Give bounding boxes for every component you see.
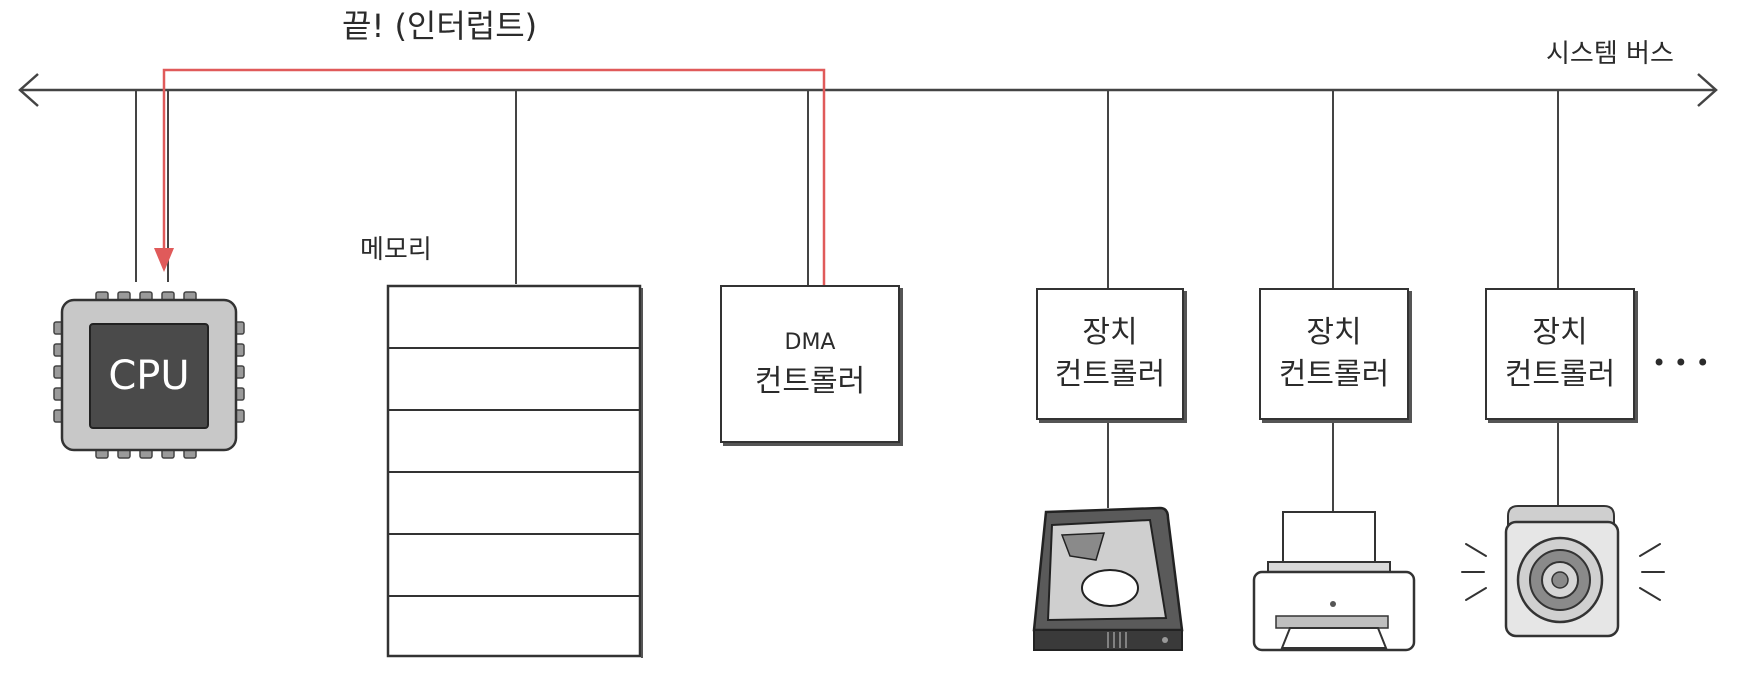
- printer-icon: [1252, 511, 1416, 652]
- controller-label: 컨트롤러: [1054, 357, 1166, 392]
- system-bus: [18, 73, 1718, 107]
- dma-controller-label: 컨트롤러: [754, 364, 866, 399]
- controller-label: 컨트롤러: [1504, 357, 1616, 392]
- system-bus-label: 시스템 버스: [1546, 39, 1674, 69]
- device-bus-connectors: [1107, 90, 1559, 512]
- device-label: 장치: [1306, 315, 1362, 350]
- device-label: 장치: [1532, 315, 1588, 350]
- device-controller-2: 장치 컨트롤러: [1259, 288, 1409, 420]
- hard-disk-icon: [1032, 506, 1184, 651]
- dma-controller: DMA 컨트롤러: [720, 285, 900, 443]
- more-devices-ellipsis: • • •: [1652, 349, 1710, 377]
- interrupt-title: 끝! (인터럽트): [342, 7, 538, 45]
- memory-label: 메모리: [360, 235, 432, 265]
- dma-label: DMA: [784, 330, 836, 355]
- device-label: 장치: [1082, 315, 1138, 350]
- device-controller-3: 장치 컨트롤러: [1485, 288, 1635, 420]
- controller-label: 컨트롤러: [1278, 357, 1390, 392]
- speaker-icon: [1461, 505, 1665, 638]
- cpu-label: CPU: [108, 353, 190, 399]
- cpu-chip-icon: [53, 291, 245, 459]
- device-controller-1: 장치 컨트롤러: [1036, 288, 1184, 420]
- interrupt-arrow: [154, 68, 826, 285]
- memory-block: [386, 284, 643, 658]
